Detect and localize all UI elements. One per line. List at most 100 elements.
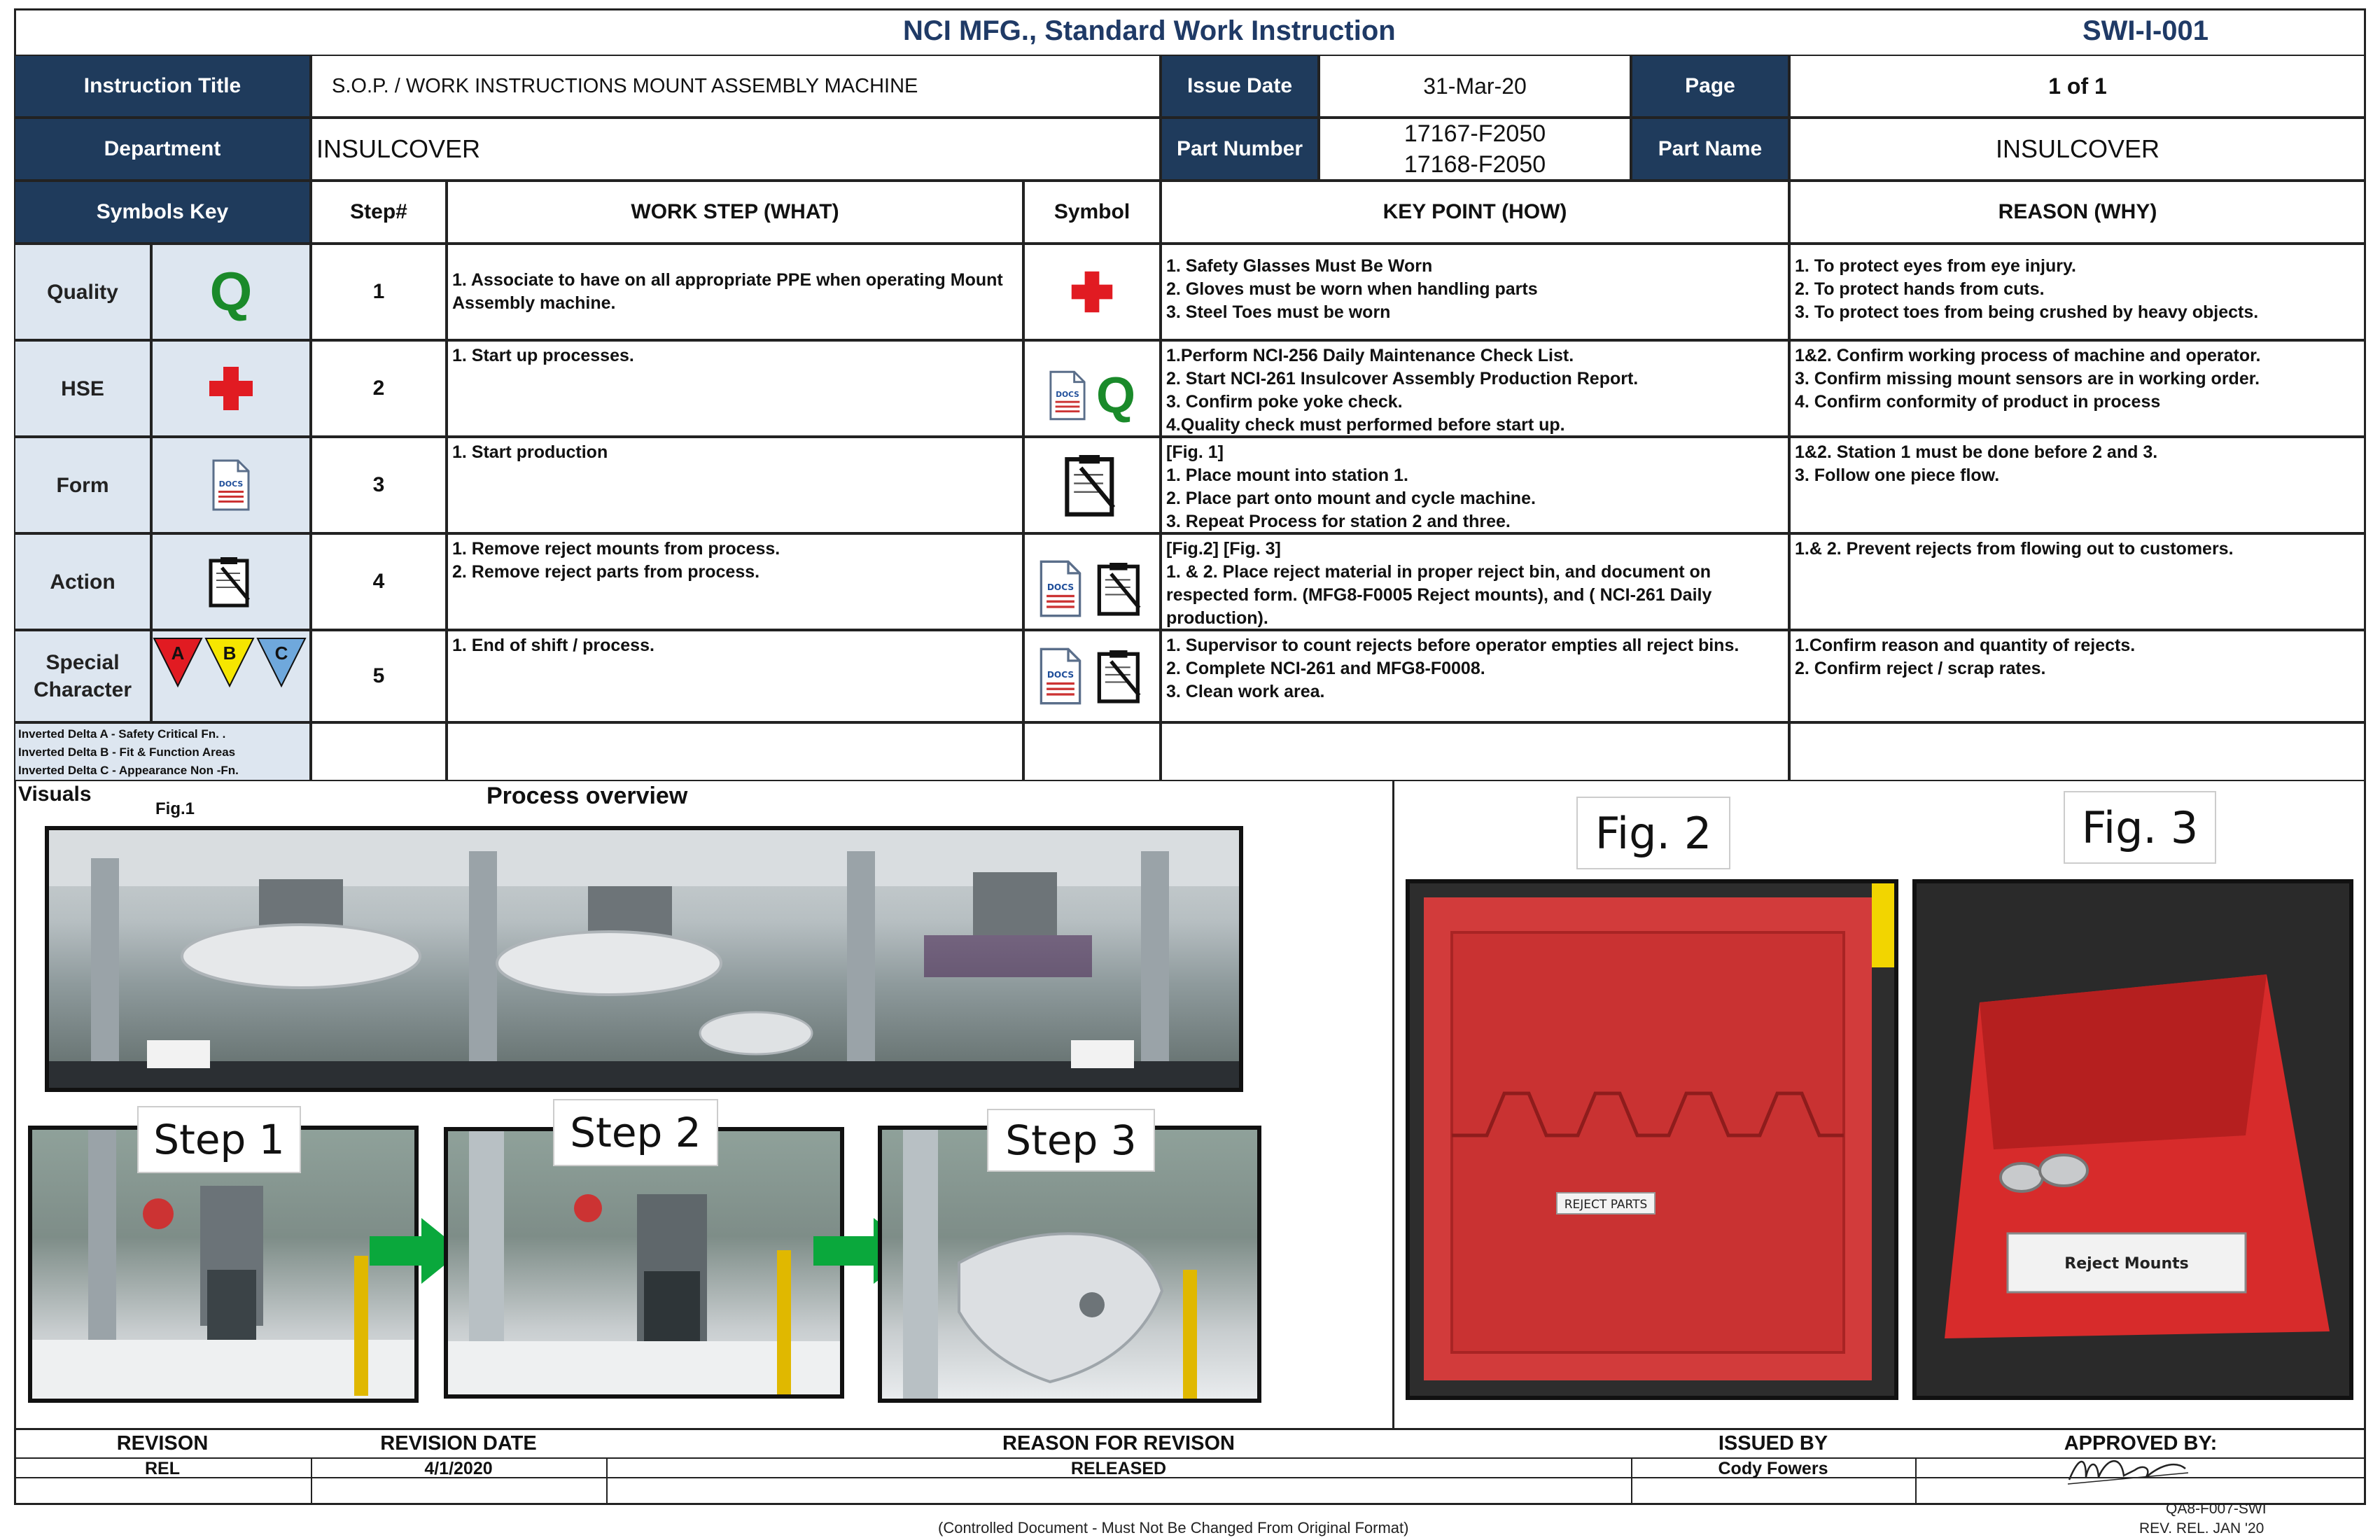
instruction-title-value: S.O.P. / WORK INSTRUCTIONS MOUNT ASSEMBL… [311, 55, 1161, 118]
step-1-what: 1. Associate to have on all appropriate … [447, 244, 1023, 340]
key-label-special-character: Special Character [14, 630, 151, 722]
delta-legend-c: Inverted Delta C - Appearance Non -Fn. [18, 764, 239, 777]
step-4-what: 1. Remove reject mounts from process. 2.… [447, 533, 1023, 630]
docs-form-icon: DOCS [1049, 370, 1086, 421]
step-4-symbol: DOCS [1023, 533, 1161, 630]
reason-column-header: REASON (WHY) [1789, 181, 2366, 244]
step-number-5: 5 [311, 630, 447, 722]
reason-for-revision-header: REASON FOR REVISON [1002, 1432, 1235, 1455]
step-5-why: 1.Confirm reason and quantity of rejects… [1789, 630, 2366, 722]
delta-c-label: C [275, 643, 288, 664]
rev-rel-date: REV. REL. JAN '20 [2139, 1520, 2264, 1536]
docs-form-icon: DOCS [1040, 648, 1082, 705]
footer-low-rule [14, 1477, 2366, 1478]
step-2-why: 1&2. Confirm working process of machine … [1789, 340, 2366, 437]
step1-caption: Step 1 [137, 1106, 301, 1173]
docs-form-icon: DOCS [1040, 560, 1082, 617]
step-3-symbol [1023, 437, 1161, 533]
approval-signature [2067, 1460, 2189, 1485]
fig2-reject-parts-bin-photo: REJECT PARTS [1406, 879, 1898, 1400]
process-overview-label: Process overview [486, 783, 688, 809]
key-label-hse: HSE [14, 340, 151, 437]
page-value: 1 of 1 [1789, 55, 2366, 118]
step-4-how: [Fig.2] [Fig. 3] 1. & 2. Place reject ma… [1161, 533, 1789, 630]
step-number-3: 3 [311, 437, 447, 533]
revision-value: REL [145, 1459, 180, 1478]
footer-col-rule [1915, 1457, 1917, 1505]
step-5-how: 1. Supervisor to count rejects before op… [1161, 630, 1789, 722]
part-number-label: Part Number [1161, 118, 1319, 181]
work-step-column-header: WORK STEP (WHAT) [447, 181, 1023, 244]
document-title: NCI MFG., Standard Work Instruction [903, 15, 1396, 46]
step-3-what: 1. Start production [447, 437, 1023, 533]
svg-text:DOCS: DOCS [219, 479, 244, 489]
step-2-how: 1.Perform NCI-256 Daily Maintenance Chec… [1161, 340, 1789, 437]
revision-header: REVISON [116, 1432, 209, 1455]
revision-date-header: REVISION DATE [380, 1432, 537, 1455]
step1-photo [28, 1126, 419, 1403]
clipboard-action-icon [1065, 455, 1116, 517]
instruction-title-label: Instruction Title [14, 55, 311, 118]
red-cross-icon [1071, 271, 1113, 313]
quality-q-icon: Q [1096, 368, 1135, 424]
step-2-symbol: DOCS Q [1023, 340, 1161, 437]
visuals-left-panel [14, 781, 1394, 1429]
empty-cell [1161, 722, 1789, 781]
part-name-label: Part Name [1631, 118, 1789, 181]
arrow-right-icon [370, 1218, 462, 1284]
clipboard-action-icon [1097, 563, 1141, 616]
document-header: NCI MFG., Standard Work Instruction SWI-… [14, 10, 2366, 55]
footer-col-rule [606, 1457, 608, 1505]
key-icon-cell-action [151, 533, 311, 630]
key-icon-cell-special: A B C [151, 630, 311, 722]
step-number-2: 2 [311, 340, 447, 437]
key-icon-cell-hse [151, 340, 311, 437]
docs-form-icon: DOCS [212, 459, 250, 511]
key-icon-cell-form: DOCS [151, 437, 311, 533]
issue-date-label: Issue Date [1161, 55, 1319, 118]
step-3-why: 1&2. Station 1 must be done before 2 and… [1789, 437, 2366, 533]
key-label-form: Form [14, 437, 151, 533]
step-5-what: 1. End of shift / process. [447, 630, 1023, 722]
delta-legend-b: Inverted Delta B - Fit & Function Areas [18, 746, 236, 759]
footer-col-rule [1631, 1457, 1632, 1505]
fig1-overview-photo [45, 826, 1243, 1092]
step-5-symbol: DOCS [1023, 630, 1161, 722]
step-number-4: 4 [311, 533, 447, 630]
step-3-how: [Fig. 1] 1. Place mount into station 1. … [1161, 437, 1789, 533]
fig3-caption: Fig. 3 [2064, 791, 2216, 864]
fig3-reject-mounts-bin-photo: Reject Mounts [1912, 879, 2353, 1400]
step-4-why: 1.& 2. Prevent rejects from flowing out … [1789, 533, 2366, 630]
empty-cell [447, 722, 1023, 781]
fig1-label: Fig.1 [155, 799, 195, 818]
empty-cell [1023, 722, 1161, 781]
symbols-key-header: Symbols Key [14, 181, 311, 244]
step3-caption: Step 3 [987, 1109, 1155, 1172]
key-point-column-header: KEY POINT (HOW) [1161, 181, 1789, 244]
step2-caption: Step 2 [553, 1099, 718, 1166]
document-code: SWI-I-001 [2082, 15, 2209, 46]
svg-text:DOCS: DOCS [1047, 670, 1074, 680]
footer-top-rule [14, 1428, 2366, 1430]
step-2-what: 1. Start up processes. [447, 340, 1023, 437]
part-number-value: 17167-F2050 17168-F2050 [1319, 118, 1631, 181]
inverted-delta-icons: A B C [153, 638, 307, 688]
reason-for-revision-value: RELEASED [1070, 1459, 1167, 1478]
empty-cell [311, 722, 447, 781]
clipboard-action-icon [209, 557, 250, 608]
reject-mounts-tag: Reject Mounts [2064, 1255, 2188, 1273]
delta-a-label: A [172, 643, 185, 664]
symbol-column-header: Symbol [1023, 181, 1161, 244]
page-label: Page [1631, 55, 1789, 118]
approved-by-header: APPROVED BY: [2064, 1432, 2218, 1455]
step-number-1: 1 [311, 244, 447, 340]
part-number-2: 17168-F2050 [1404, 151, 1546, 178]
part-number-1: 17167-F2050 [1404, 120, 1546, 147]
revision-date-value: 4/1/2020 [424, 1459, 493, 1478]
key-icon-cell-quality: Q [151, 244, 311, 340]
delta-legend: Inverted Delta A - Safety Critical Fn. .… [14, 722, 311, 781]
visuals-label: Visuals [18, 783, 92, 806]
delta-legend-a: Inverted Delta A - Safety Critical Fn. . [18, 727, 226, 741]
part-name-value: INSULCOVER [1789, 118, 2366, 181]
step3-photo [878, 1126, 1261, 1403]
